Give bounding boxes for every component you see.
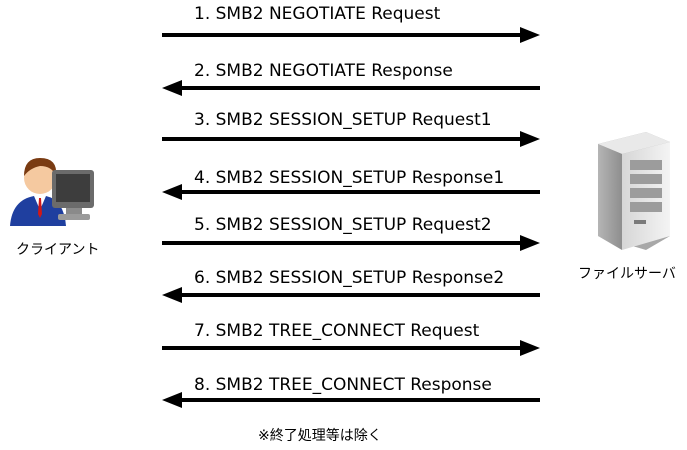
message-label: 7. SMB2 TREE_CONNECT Request [194,321,480,341]
message-label: 1. SMB2 NEGOTIATE Request [194,4,441,24]
arrow-left [162,392,540,408]
footnote: ※終了処理等は除く [258,428,382,444]
message-label: 8. SMB2 TREE_CONNECT Response [194,375,492,395]
arrow-left [162,80,540,96]
server-icon-box [594,128,674,252]
client-label: クライアント [16,242,100,258]
message-label: 5. SMB2 SESSION_SETUP Request2 [194,215,492,235]
message-label: 4. SMB2 SESSION_SETUP Response1 [194,168,505,188]
arrow-left [162,287,540,303]
message-label: 3. SMB2 SESSION_SETUP Request1 [194,110,492,130]
arrow-right [162,235,540,251]
arrow-right [162,27,540,43]
server-label: ファイルサーバ [578,266,676,282]
arrow-left [162,184,540,200]
user-at-computer-icon [10,158,94,226]
arrow-right [162,131,540,147]
message-label: 2. SMB2 NEGOTIATE Response [194,61,453,81]
arrow-right [162,340,540,356]
client-icon [6,148,98,228]
message-label: 6. SMB2 SESSION_SETUP Response2 [194,268,505,288]
server-tower-icon [598,132,670,250]
